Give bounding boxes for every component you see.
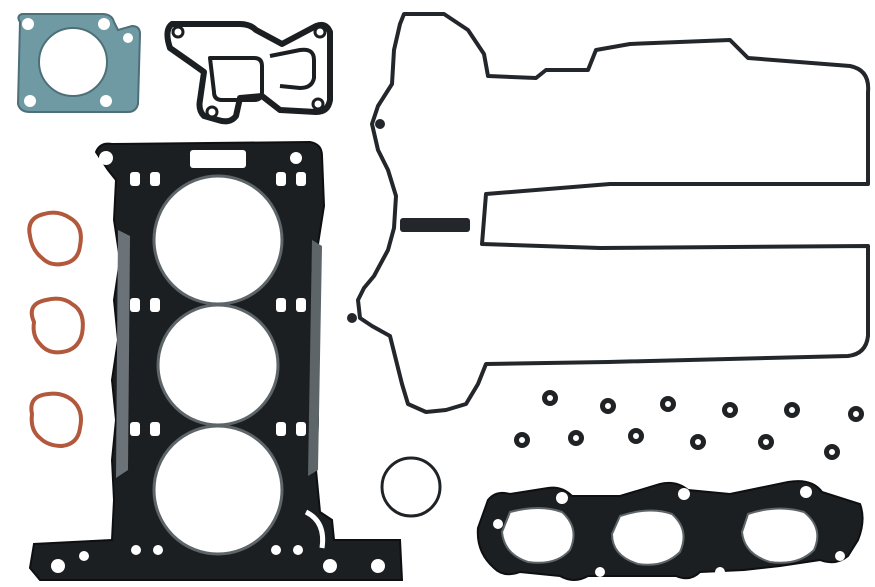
cylinder-bore-1: [152, 174, 284, 306]
bolt-hole: [311, 97, 325, 111]
bolt-hole: [171, 25, 185, 39]
exhaust-manifold-gasket: [476, 480, 864, 581]
valve-stem-seals: [514, 390, 864, 460]
cover-tab: [375, 119, 385, 129]
bolt-hole: [313, 25, 327, 39]
cylinder-bore-3: [152, 424, 284, 556]
cover-tab: [347, 313, 357, 323]
bolt-hole: [205, 105, 219, 119]
throttle-body-gasket: [16, 13, 142, 113]
cylinder-bore-2: [156, 303, 280, 427]
spark-plug-seal-bridge: [400, 218, 470, 232]
o-ring: [380, 456, 442, 518]
intake-seal-ring: [27, 210, 85, 449]
valve-cover-gasket: [356, 12, 871, 414]
water-outlet-gasket: [164, 21, 333, 125]
cylinder-head-gasket: [28, 140, 404, 581]
